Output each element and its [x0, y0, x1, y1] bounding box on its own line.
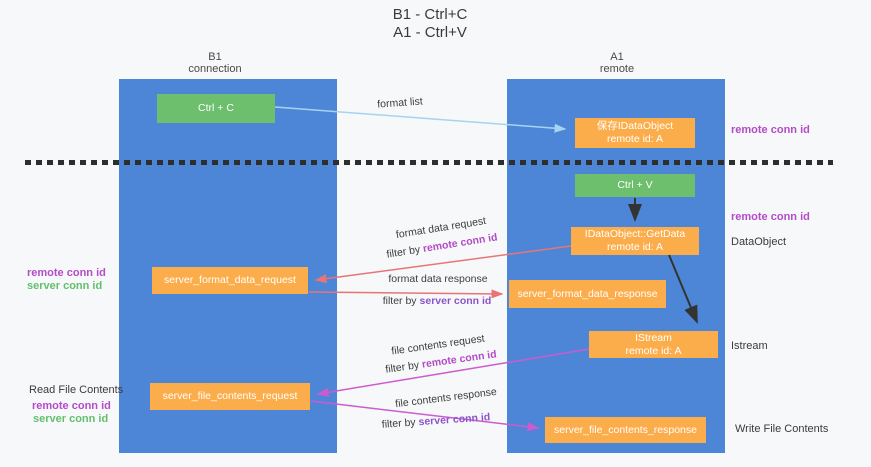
title-line-b1: B1 - Ctrl+C [392, 6, 468, 23]
left2-remote-conn-id: remote conn id [32, 400, 111, 412]
file-response-label: server_file_contents_response [553, 423, 697, 436]
page-title: B1 - Ctrl+C A1 - Ctrl+V [320, 6, 540, 42]
format-list-label: format list [376, 95, 424, 111]
filter-by-text: filter by [382, 295, 417, 307]
format-data-response-arrow [308, 289, 504, 299]
file-request-label: server_file_contents_request [162, 390, 298, 402]
filter-by-text: filter by [384, 359, 420, 376]
istream-line2: remote id: A [625, 344, 682, 357]
getdata-line1: IDataObject::GetData [584, 228, 686, 240]
ctrl-v-label: Ctrl + V [617, 179, 653, 191]
server-conn-id-text: server conn id [419, 295, 492, 307]
node-save-idataobject: 保存IDataObject remote id: A [575, 118, 695, 148]
lane-b1-name: B1 [208, 51, 222, 63]
save-idataobject-line2: remote id: A [606, 133, 664, 145]
istream-side-label: Istream [731, 340, 768, 352]
session-divider-dashed-line [25, 160, 833, 165]
server-conn-id-text: server conn id [418, 411, 491, 429]
filter-by-text: filter by [381, 416, 416, 431]
read-file-contents-label: Read File Contents [29, 384, 124, 396]
format-data-response-label: format data response [388, 273, 488, 285]
file-contents-response-label: file contents response [394, 385, 498, 411]
filter-by-text: filter by [385, 243, 422, 261]
node-server-file-contents-request: server_file_contents_request [150, 383, 310, 410]
ctrl-c-label: Ctrl + C [198, 102, 234, 114]
node-idataobject-getdata: IDataObject::GetData remote id: A [571, 227, 699, 255]
lane-b1-subtitle: connection [188, 63, 242, 75]
getdata-line2: remote id: A [606, 241, 664, 253]
dataobject-label: DataObject [731, 236, 787, 248]
left-remote-conn-id: remote conn id [27, 267, 106, 279]
lane-a1-name: A1 [610, 51, 624, 63]
lane-header-a1: A1 remote [557, 51, 677, 75]
left-server-conn-id: server conn id [27, 280, 103, 292]
format-response-label: server_format_data_response [517, 287, 658, 300]
save-idataobject-line1: 保存IDataObject [596, 120, 674, 132]
right-remote-conn-id-mid: remote conn id [731, 211, 810, 223]
node-server-file-contents-response: server_file_contents_response [545, 417, 706, 443]
node-server-format-data-request: server_format_data_request [152, 267, 308, 294]
node-istream: IStream remote id: A [589, 331, 718, 358]
istream-line1: IStream [635, 331, 672, 344]
lane-a1-subtitle: remote [599, 63, 635, 75]
left2-server-conn-id: server conn id [33, 413, 109, 425]
node-ctrl-c: Ctrl + C [157, 94, 275, 123]
write-file-contents-label: Write File Contents [735, 423, 829, 435]
format-request-label: server_format_data_request [164, 274, 296, 286]
node-ctrl-v: Ctrl + V [575, 174, 695, 197]
title-line-a1: A1 - Ctrl+V [393, 24, 467, 41]
right-remote-conn-id-top: remote conn id [731, 124, 810, 136]
node-server-format-data-response: server_format_data_response [509, 280, 666, 308]
lane-header-b1: B1 connection [155, 51, 275, 75]
